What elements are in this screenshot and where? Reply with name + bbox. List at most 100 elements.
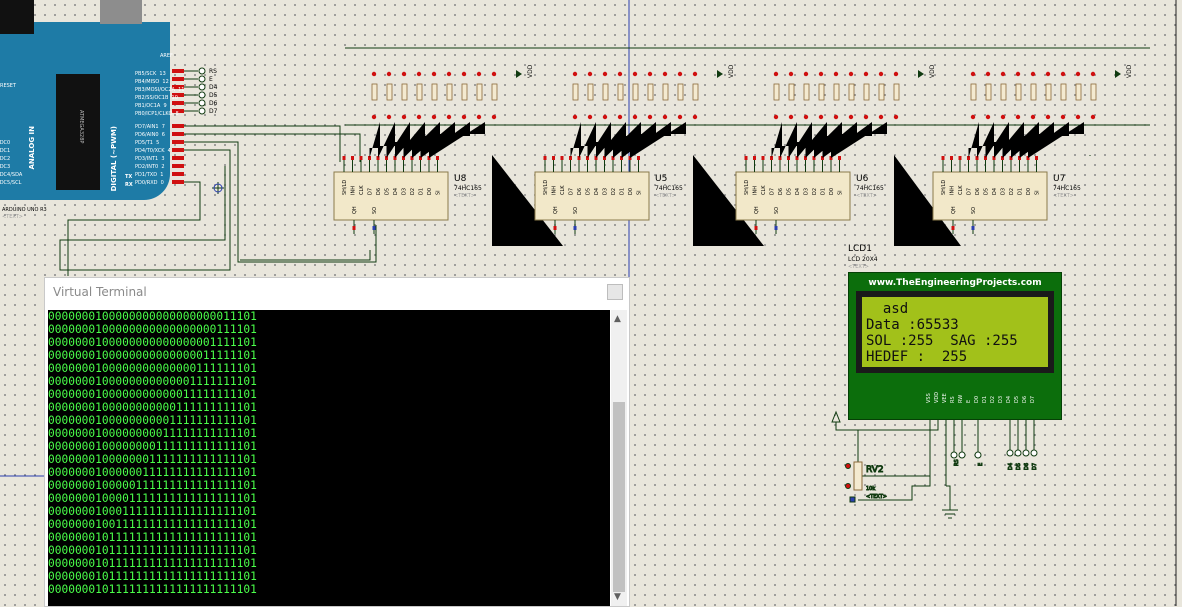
- resistor-pin: [632, 71, 638, 77]
- arduino-pin-stub: [172, 124, 184, 128]
- pullup-resistor: [446, 83, 453, 101]
- resistor-pin: [970, 71, 976, 77]
- terminal-line: 0000000100001111111111111111101: [48, 492, 257, 505]
- pullup-resistor: [491, 83, 498, 101]
- resistor-pin: [788, 114, 794, 120]
- scroll-up-icon[interactable]: ▲: [614, 314, 621, 324]
- resistor-pin: [632, 114, 638, 120]
- lcd-text-label: <TEXT>: [848, 264, 869, 270]
- arduino-pin-stub: [172, 109, 184, 113]
- chip-pin-tip: [951, 226, 955, 230]
- resistor-pin: [788, 71, 794, 77]
- arduino-digital-pin: PB0/ICP1/CLKO 8: [135, 110, 179, 117]
- pullup-resistor: [692, 83, 699, 101]
- resistor-pin: [818, 71, 824, 77]
- pullup-resistor: [818, 83, 825, 101]
- resistor-pin: [803, 114, 809, 120]
- chip-pin-label: SI: [1035, 190, 1041, 195]
- arduino-board[interactable]: ATMEGA328P ANALOG IN DIGITAL (~PWM) AREF…: [0, 0, 184, 200]
- resistor-pin: [1075, 114, 1081, 120]
- arduino-pin-stub: [172, 69, 184, 73]
- aref-label: AREF: [160, 53, 173, 59]
- chip-pin-tip: [573, 226, 577, 230]
- net-terminal: [198, 75, 206, 83]
- resistor-pin: [1030, 71, 1036, 77]
- net-label: RS: [209, 68, 217, 75]
- arduino-digital-pin: PD0/RXD 0: [135, 179, 164, 186]
- net-terminal: [1022, 449, 1030, 457]
- chip-pin-label: D6: [975, 188, 981, 195]
- pullup-resistor: [985, 83, 992, 101]
- lcd-row: Data :65533: [866, 317, 959, 333]
- resistor-pin: [386, 71, 392, 77]
- chip-pin-label: SH/LD: [744, 180, 750, 195]
- lcd-pin-label: D4: [1006, 396, 1012, 403]
- resistor-pin: [773, 71, 779, 77]
- pullup-resistor: [476, 83, 483, 101]
- lcd-net-label: D7: [1032, 463, 1038, 470]
- arduino-analog-pin-labels: A0/ADC0A1/ADC1A2/ADC2A3/ADC3A4/ADC4/SDAA…: [0, 140, 22, 187]
- chip-pin-tip: [543, 156, 547, 160]
- virtual-terminal-scrollbar[interactable]: ▲ ▼: [611, 310, 627, 606]
- vdd-label: VDD: [929, 64, 936, 78]
- chip-pin-label: D4: [594, 188, 600, 195]
- resistor-pin: [476, 71, 482, 77]
- resistor-pin: [647, 114, 653, 120]
- lcd-pin-label: D1: [982, 396, 988, 403]
- arduino-analog-pin: A2/ADC2: [0, 155, 11, 162]
- chip-pin-label: CLK: [359, 185, 365, 195]
- chip-pin-tip: [754, 226, 758, 230]
- lcd-pin-label: D7: [1030, 396, 1036, 403]
- terminal-line: 0000000100000000001111111111101: [48, 414, 257, 427]
- close-button[interactable]: [607, 284, 623, 300]
- chip-pin-tip: [352, 226, 356, 230]
- arduino-mcu-chip: ATMEGA328P: [56, 74, 100, 190]
- chip-ref: U7: [1053, 174, 1065, 184]
- pullup-resistor: [632, 83, 639, 101]
- chip-pin-label: SO: [372, 207, 378, 214]
- resistor-pin: [572, 114, 578, 120]
- arduino-digital-pin: PB1/OC1A 9: [135, 102, 167, 109]
- pot-pin: [845, 483, 851, 489]
- scroll-down-icon[interactable]: ▼: [614, 592, 621, 602]
- pullup-resistor: [878, 83, 885, 101]
- net-terminal: [974, 451, 982, 459]
- pullup-resistor: [416, 83, 423, 101]
- chip-pin-label: D0: [427, 188, 433, 195]
- chip-pin-label: D6: [778, 188, 784, 195]
- crosshair-icon: [213, 183, 223, 193]
- terminal-line: 0000000101111111111111111111101: [48, 557, 257, 570]
- chip-pin-tip: [560, 156, 564, 160]
- resistor-pin: [572, 71, 578, 77]
- power-arrow-icon: [831, 410, 841, 423]
- lcd-row: HEDEF : 255: [866, 349, 968, 365]
- chip-pin-label: SI: [436, 190, 442, 195]
- scrollbar-thumb[interactable]: [613, 402, 625, 592]
- resistor-pin: [833, 114, 839, 120]
- chip-pin-label: INH: [552, 186, 558, 195]
- pullup-resistor: [461, 83, 468, 101]
- vdd-arrow-icon: [918, 70, 924, 78]
- terminal-line: 0000000100000011111111111111101: [48, 466, 257, 479]
- resistor-pin: [677, 114, 683, 120]
- arduino-pin-stub: [172, 85, 184, 89]
- chip-pin-label: SH/LD: [342, 180, 348, 195]
- net-terminal: [198, 67, 206, 75]
- chip-pin-label: SO: [971, 207, 977, 214]
- arduino-pin-stub: [172, 148, 184, 152]
- resistor-pin: [617, 114, 623, 120]
- arduino-pin-stub: [172, 180, 184, 184]
- net-terminal: [198, 83, 206, 91]
- virtual-terminal-window[interactable]: Virtual Terminal 00000001000000000000000…: [44, 277, 630, 607]
- virtual-terminal-titlebar[interactable]: Virtual Terminal: [45, 278, 629, 308]
- arduino-usb-connector: [0, 0, 34, 34]
- chip-pin-label: D1: [821, 188, 827, 195]
- resistor-pin: [677, 71, 683, 77]
